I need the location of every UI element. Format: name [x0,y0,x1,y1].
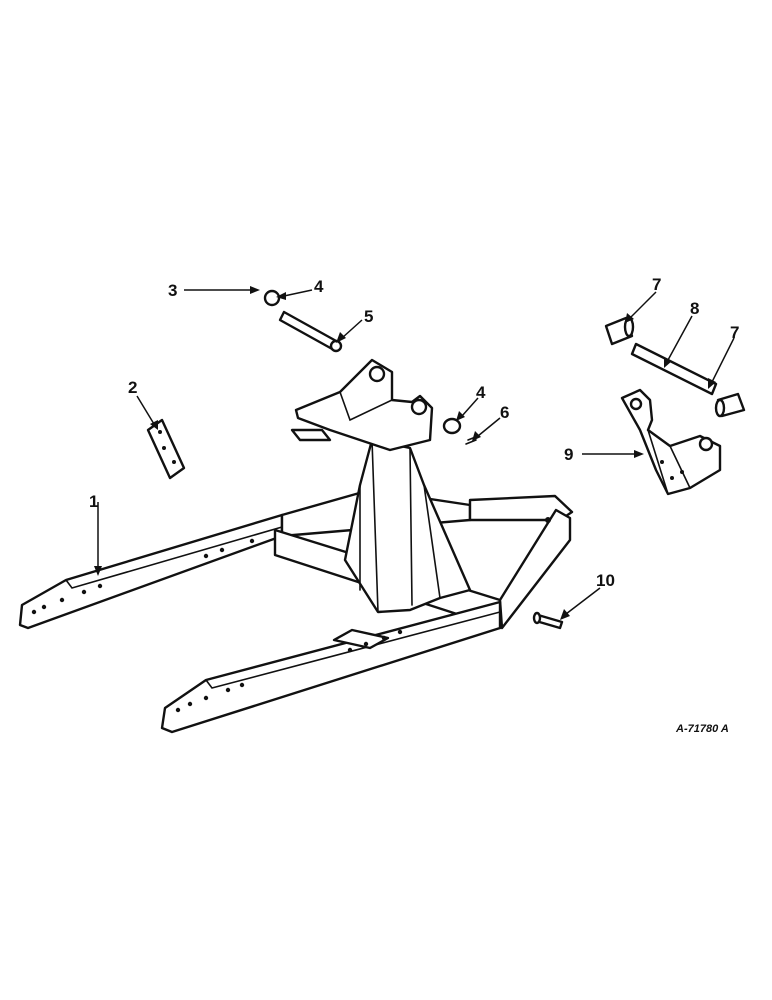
callout-5: 5 [364,307,373,326]
mounting-plate [146,418,186,480]
callout-2: 2 [128,378,137,397]
callout-1: 1 [89,492,98,511]
callout-7-left: 7 [652,275,661,294]
callout-9: 9 [564,445,573,464]
hitch-pin [532,611,564,630]
callout-7-right: 7 [730,323,739,342]
callout-4-upper: 4 [314,277,324,296]
callout-10: 10 [596,571,615,590]
callout-3: 3 [168,281,177,300]
main-frame [18,358,574,734]
callout-4-lower: 4 [476,383,486,402]
pin-assembly-right [604,316,746,418]
callout-labels: 1 2 3 4 5 4 6 7 8 7 9 10 [89,275,739,590]
pin-assembly-upper [263,289,343,353]
callout-6: 6 [500,403,509,422]
hitch-bracket [620,388,722,496]
callout-8: 8 [690,299,699,318]
callout-leaders [94,286,735,620]
drawing-reference-code: A-71780 A [675,723,729,735]
